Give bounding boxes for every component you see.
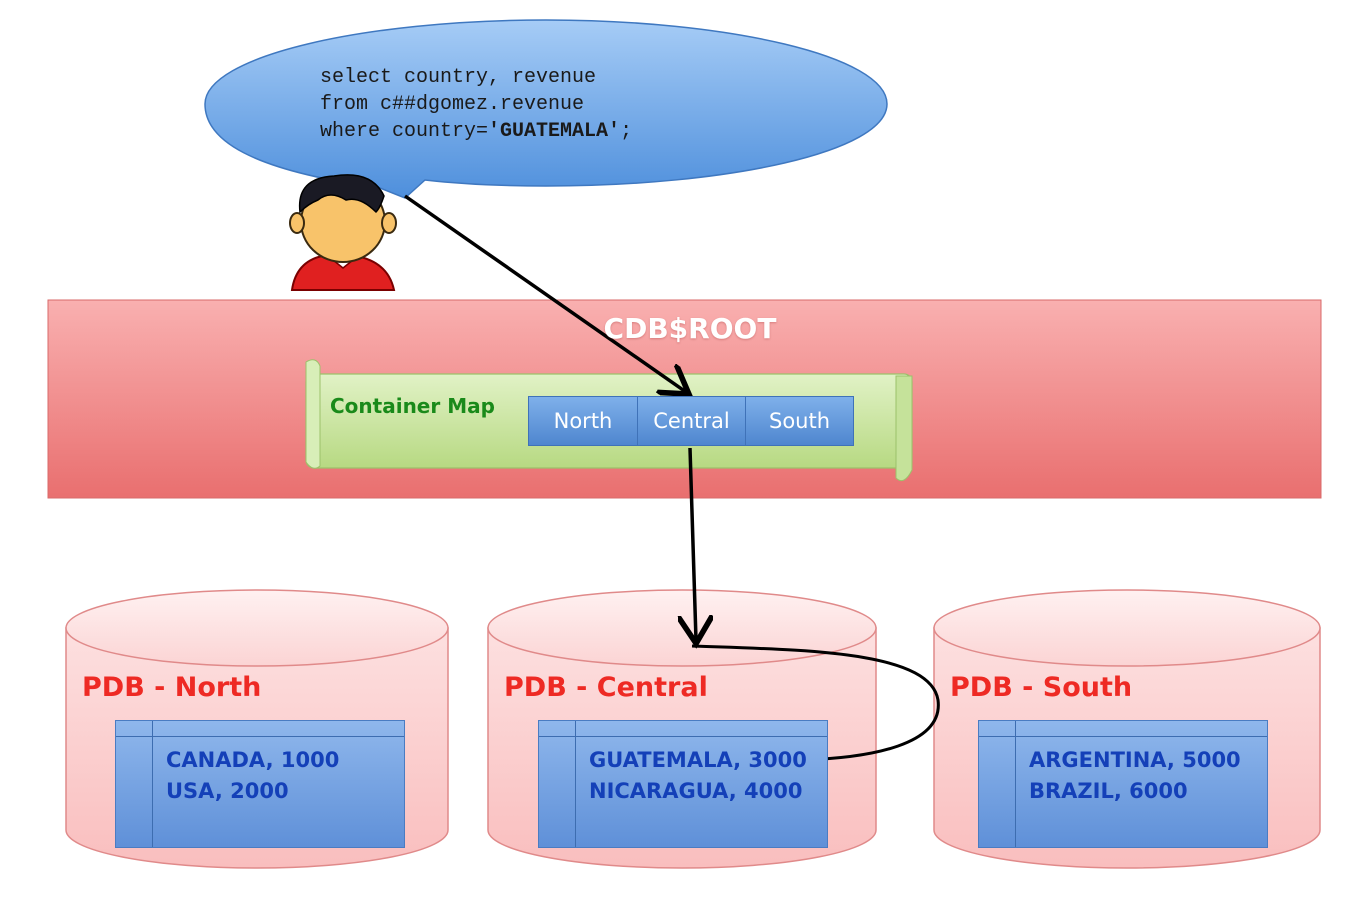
arrow-query-to-map	[403, 194, 686, 392]
query-line-3-suffix: ;	[620, 120, 633, 143]
pdb-central-title: PDB - Central	[504, 672, 708, 703]
arrow-to-guatemala-row	[691, 644, 940, 760]
query-line-1: select country, revenue	[320, 66, 597, 89]
pdb-central-table: GUATEMALA, 3000 NICARAGUA, 4000	[538, 720, 828, 848]
map-cell-south: South	[745, 396, 854, 446]
cdb-root-title: CDB$ROOT	[603, 312, 777, 345]
container-map-title: Container Map	[330, 394, 495, 418]
sql-query: select country, revenue from c##dgomez.r…	[320, 64, 632, 145]
table-row: CANADA, 1000	[166, 748, 340, 772]
pdb-south-title: PDB - South	[950, 672, 1133, 703]
user-avatar-icon	[289, 174, 397, 291]
table-row: ARGENTINA, 5000	[1029, 748, 1241, 772]
table-row: BRAZIL, 6000	[1029, 779, 1188, 803]
speech-bubble	[204, 19, 888, 199]
map-cell-north: North	[528, 396, 638, 446]
arrow-map-to-central	[690, 447, 696, 640]
query-line-3-prefix: where country=	[320, 120, 489, 143]
map-cell-central: Central	[637, 396, 746, 446]
pdb-north-table: CANADA, 1000 USA, 2000	[115, 720, 405, 848]
pdb-north-title: PDB - North	[82, 672, 262, 703]
table-row: USA, 2000	[166, 779, 289, 803]
query-line-3-value: 'GUATEMALA'	[488, 120, 621, 143]
table-row: GUATEMALA, 3000	[589, 748, 807, 772]
pdb-south-table: ARGENTINA, 5000 BRAZIL, 6000	[978, 720, 1268, 848]
table-row: NICARAGUA, 4000	[589, 779, 803, 803]
query-line-2: from c##dgomez.revenue	[320, 93, 585, 116]
